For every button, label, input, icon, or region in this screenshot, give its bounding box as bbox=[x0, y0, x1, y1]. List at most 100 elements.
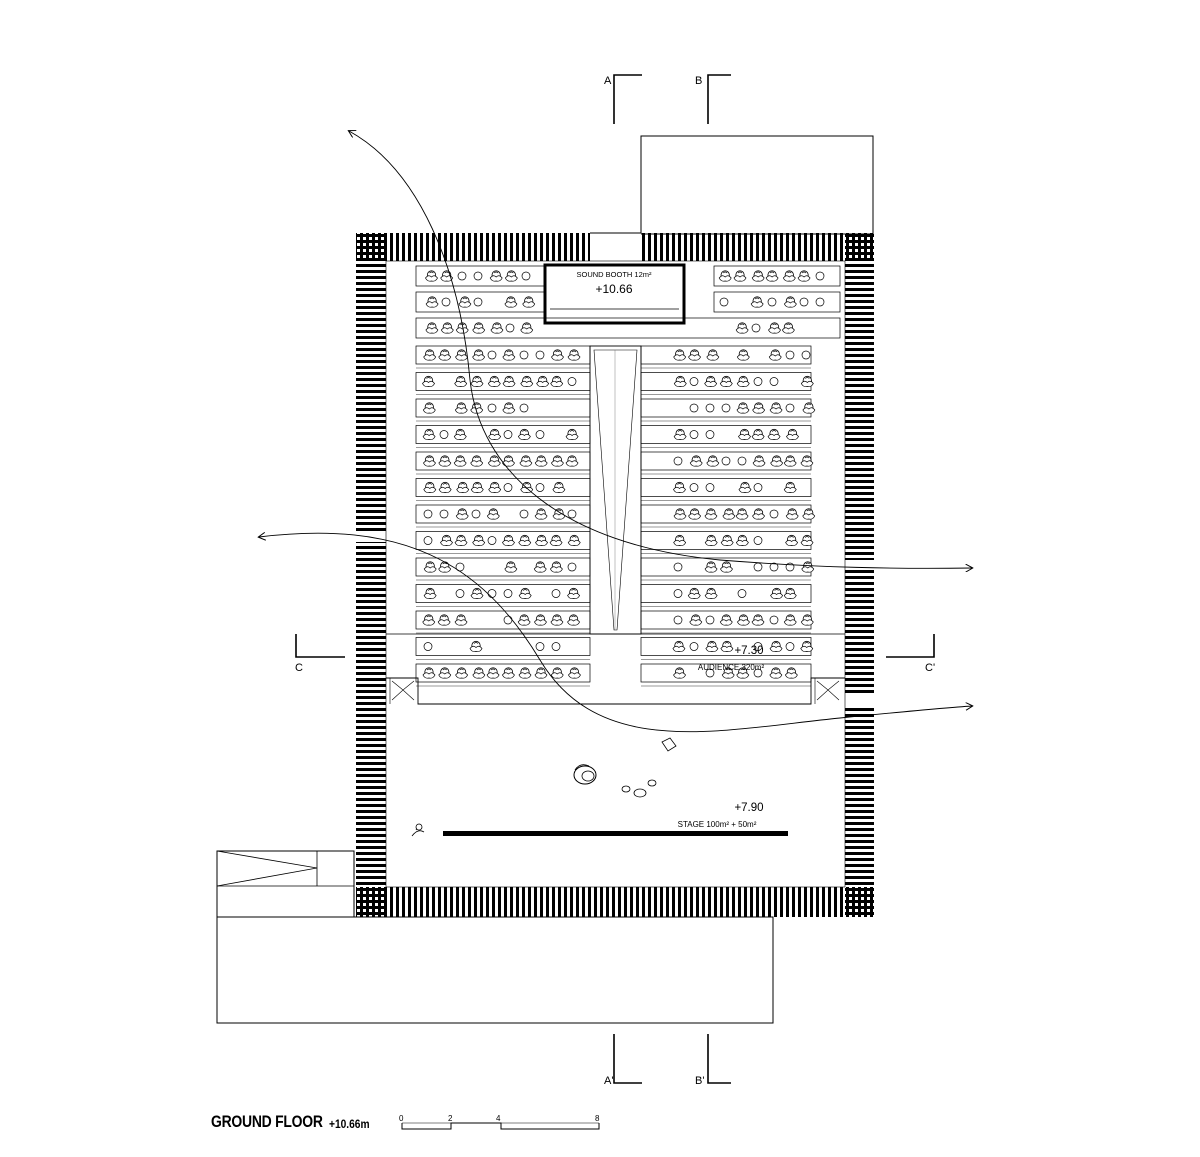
audience-person bbox=[422, 667, 436, 679]
audience-person bbox=[489, 270, 503, 282]
empty-seat bbox=[705, 483, 715, 492]
section-label-a-top: A bbox=[604, 75, 612, 87]
audience-person bbox=[722, 508, 736, 520]
annex-top-right bbox=[640, 135, 874, 235]
audience-person bbox=[751, 270, 765, 282]
sound-booth-label: SOUND BOOTH 12m² bbox=[576, 270, 652, 279]
audience-person bbox=[470, 455, 484, 467]
empty-seat bbox=[503, 483, 513, 492]
empty-seat bbox=[751, 323, 761, 333]
audience-person bbox=[425, 322, 439, 334]
empty-seat bbox=[769, 377, 779, 386]
empty-seat bbox=[455, 589, 465, 598]
audience-person bbox=[551, 349, 564, 361]
audience-person bbox=[519, 455, 533, 467]
audience-person bbox=[704, 375, 718, 388]
audience-person bbox=[487, 375, 501, 388]
audience-person bbox=[706, 455, 720, 467]
audience-person bbox=[802, 402, 816, 414]
section-label-b-top: B bbox=[695, 75, 702, 87]
audience-person bbox=[769, 640, 783, 653]
audience-person bbox=[733, 270, 747, 282]
audience-person bbox=[720, 534, 734, 547]
audience-person bbox=[551, 455, 564, 467]
audience-person bbox=[751, 428, 765, 441]
audience-level: +7.30 bbox=[734, 645, 763, 657]
audience-person bbox=[672, 640, 686, 653]
audience-person bbox=[770, 455, 784, 467]
audience-person bbox=[567, 587, 580, 600]
empty-seat bbox=[753, 483, 763, 492]
audience-person bbox=[517, 428, 531, 441]
empty-seat bbox=[535, 483, 545, 492]
audience-person bbox=[502, 375, 516, 388]
audience-person bbox=[425, 296, 439, 308]
drawing-title: GROUND FLOOR bbox=[211, 1112, 323, 1131]
empty-seat bbox=[705, 403, 715, 413]
audience-person bbox=[458, 296, 472, 308]
audience-person bbox=[565, 455, 579, 467]
audience-person bbox=[438, 481, 452, 494]
audience-person bbox=[486, 508, 500, 520]
audience-person bbox=[735, 322, 749, 334]
audience-person bbox=[735, 508, 749, 520]
audience-person bbox=[769, 667, 783, 679]
audience-person bbox=[504, 296, 518, 308]
audience-person bbox=[783, 587, 797, 600]
audience-person bbox=[438, 667, 452, 679]
audience-person bbox=[736, 349, 750, 361]
empty-seat bbox=[753, 562, 763, 572]
empty-seat bbox=[689, 483, 699, 492]
empty-seat bbox=[423, 536, 433, 545]
empty-seat bbox=[705, 430, 715, 439]
empty-seat bbox=[473, 297, 483, 307]
audience-person bbox=[517, 614, 531, 626]
audience-person bbox=[800, 614, 814, 626]
scale-tick-2: 2 bbox=[448, 1114, 453, 1123]
audience-person bbox=[455, 349, 468, 361]
audience-person bbox=[768, 322, 781, 334]
empty-seat bbox=[441, 297, 451, 307]
audience-person bbox=[784, 667, 798, 679]
empty-seat bbox=[567, 509, 577, 519]
empty-seat bbox=[473, 271, 483, 281]
audience-person bbox=[718, 270, 732, 282]
empty-seat bbox=[503, 589, 513, 598]
audience-person bbox=[455, 508, 469, 520]
seat-row-right bbox=[640, 584, 812, 603]
audience-person bbox=[688, 508, 702, 520]
audience-person bbox=[440, 270, 454, 282]
audience-person bbox=[720, 640, 734, 653]
section-label-b-bottom: B' bbox=[695, 1075, 704, 1087]
section-markers bbox=[295, 74, 935, 1084]
seat-row-left bbox=[415, 637, 591, 656]
audience-person bbox=[785, 508, 799, 520]
empty-seat bbox=[815, 297, 825, 307]
audience-person bbox=[472, 322, 486, 334]
scale-bar: 0 2 4 8 bbox=[399, 1114, 600, 1130]
seat-row-right bbox=[640, 425, 812, 444]
empty-seat bbox=[551, 589, 561, 598]
audience-person bbox=[673, 667, 686, 679]
audience-person bbox=[534, 667, 548, 679]
audience-person bbox=[438, 561, 452, 573]
central-aisle bbox=[589, 345, 642, 635]
empty-seat bbox=[689, 403, 699, 413]
annex-bottom bbox=[216, 916, 774, 1024]
audience-person bbox=[423, 349, 437, 361]
empty-seat bbox=[815, 271, 825, 281]
audience-person bbox=[454, 534, 468, 547]
audience-person bbox=[550, 375, 564, 388]
scale-tick-0: 0 bbox=[399, 1114, 404, 1123]
audience-person bbox=[688, 349, 701, 361]
empty-seat bbox=[737, 589, 747, 598]
audience-person bbox=[783, 296, 797, 308]
audience-person bbox=[518, 534, 532, 547]
audience-person bbox=[673, 481, 686, 494]
audience-person bbox=[567, 534, 581, 547]
audience-person bbox=[689, 614, 703, 626]
audience-person bbox=[470, 587, 484, 600]
empty-seat bbox=[785, 642, 795, 651]
audience-person bbox=[706, 349, 720, 361]
audience-person bbox=[786, 428, 799, 441]
